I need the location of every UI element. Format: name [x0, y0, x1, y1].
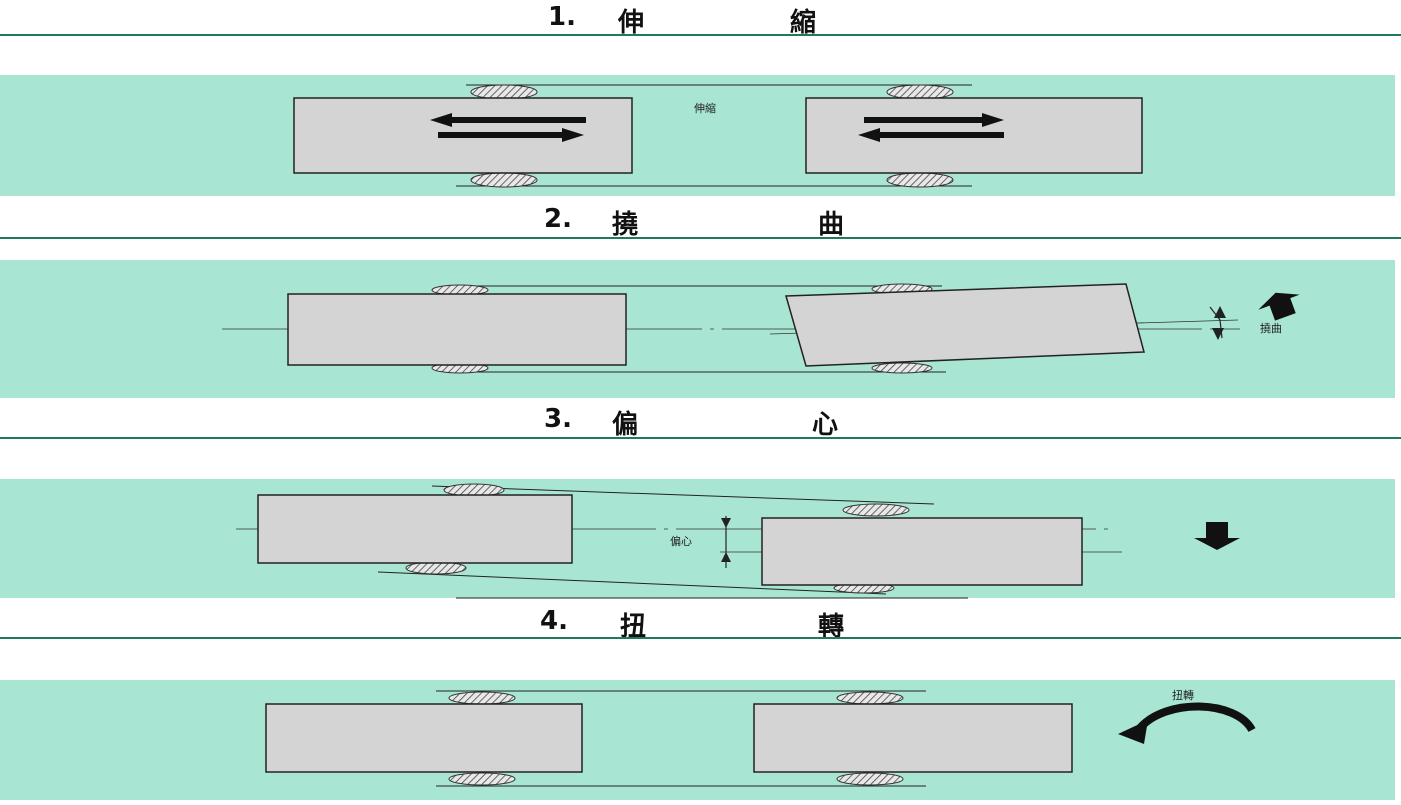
section-1-char2: 縮 [790, 8, 817, 38]
seal-ring-left-top [443, 483, 505, 497]
eccentric-figure: 偏心 [236, 483, 1240, 599]
arrow-right-icon [864, 113, 1004, 127]
section-1-rule [0, 34, 1401, 36]
seal-ring-right-top [842, 503, 910, 517]
block-right-tilted [785, 283, 1145, 367]
section-2-char2: 曲 [818, 210, 845, 240]
bending-label: 撓曲 [1260, 322, 1282, 335]
bending-figure: 撓曲 [222, 283, 1300, 374]
arrow-left-icon [858, 128, 1004, 142]
block-right [761, 517, 1083, 586]
block-left [287, 293, 627, 366]
panel-torsion [0, 680, 1395, 800]
seal-ring-left-top [448, 691, 516, 705]
arrow-right-icon [438, 128, 584, 142]
section-2-rule [0, 237, 1401, 239]
panel-extension [0, 75, 1395, 196]
seal-ring-left-top [470, 84, 538, 100]
torsion-label: 扭轉 [1172, 688, 1194, 702]
arrow-down-icon [1194, 522, 1240, 550]
section-3-header: 3. 偏 心 [0, 404, 1401, 440]
section-1-char1: 伸 [618, 8, 645, 38]
seal-ring-right-bottom [836, 772, 904, 786]
block-right [753, 703, 1073, 773]
section-1-number: 1. [548, 2, 576, 32]
section-3-number: 3. [544, 404, 572, 434]
section-3-char2: 心 [812, 410, 839, 440]
extension-label: 伸縮 [694, 101, 716, 115]
torsion-figure: 扭轉 [265, 688, 1256, 787]
eccentric-label: 偏心 [670, 534, 692, 548]
arrow-left-icon [430, 113, 586, 127]
section-2-header: 2. 撓 曲 [0, 204, 1401, 240]
seal-ring-right-bottom [886, 172, 954, 188]
block-left [265, 703, 583, 773]
seal-ring-left-bottom [470, 172, 538, 188]
seal-ring-right-bottom [871, 362, 933, 374]
block-left [257, 494, 573, 564]
rotation-arrow-icon [1136, 702, 1256, 733]
seal-ring-right-top [886, 84, 954, 100]
panel-eccentric [0, 479, 1395, 598]
section-4-rule [0, 637, 1401, 639]
seal-ring-left-bottom [405, 561, 467, 575]
section-1-header: 1. 伸 縮 [0, 2, 1401, 38]
arrow-up-icon [1258, 292, 1300, 321]
extension-figure: 伸縮 [293, 84, 1143, 188]
section-2-number: 2. [544, 204, 572, 234]
section-4-number: 4. [540, 606, 568, 636]
section-3-char1: 偏 [612, 410, 639, 440]
section-2-char1: 撓 [612, 210, 639, 240]
seal-ring-left-bottom [448, 772, 516, 786]
section-3-rule [0, 437, 1401, 439]
seal-ring-right-top [836, 691, 904, 705]
